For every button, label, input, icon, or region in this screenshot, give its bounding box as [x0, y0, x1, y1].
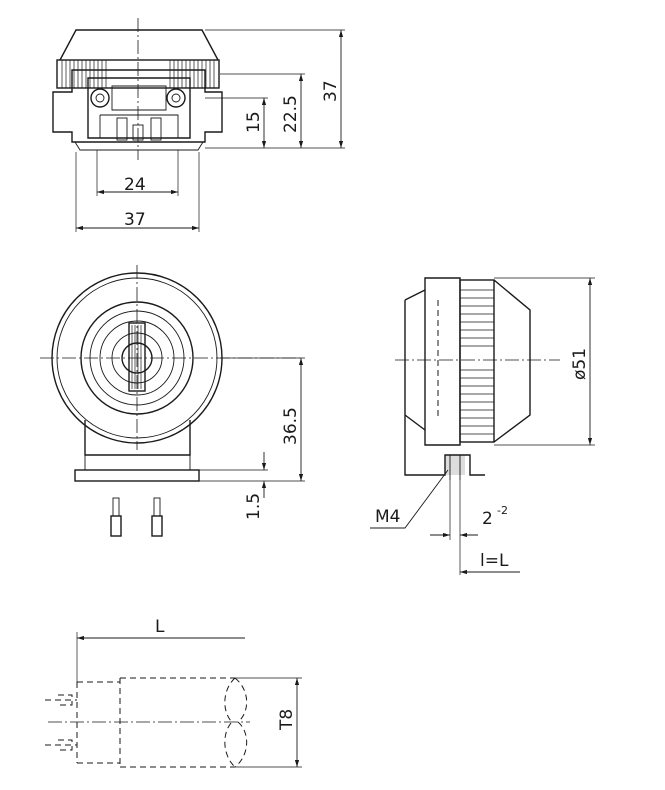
face-view: 36.5 1.5	[40, 265, 305, 537]
offset-label: 2	[482, 509, 493, 529]
tube-type-label: T8	[277, 709, 297, 731]
dim-37-height-label: 37	[321, 80, 341, 102]
length-label: l=L	[480, 551, 509, 571]
dim-36-5-label: 36.5	[281, 407, 301, 445]
dim-22-5-label: 22.5	[281, 95, 301, 133]
side-view: ø51 M4 2 -2 l=L	[370, 277, 595, 575]
pins	[110, 497, 163, 537]
dim-24-label: 24	[124, 175, 146, 195]
dim-15-label: 15	[244, 111, 264, 133]
thread-label: M4	[375, 507, 400, 527]
tube-view: L T8	[45, 617, 302, 768]
offset-tolerance-label: -2	[497, 504, 508, 517]
front-view: 24 37 37 22.5 15	[52, 18, 345, 232]
dim-37-width-label: 37	[124, 210, 146, 230]
tube-length-label: L	[155, 617, 165, 637]
side-ribs	[460, 289, 494, 435]
dim-diameter-label: ø51	[570, 348, 590, 380]
dim-1-5-label: 1.5	[244, 493, 264, 520]
rib-lines	[61, 60, 215, 88]
